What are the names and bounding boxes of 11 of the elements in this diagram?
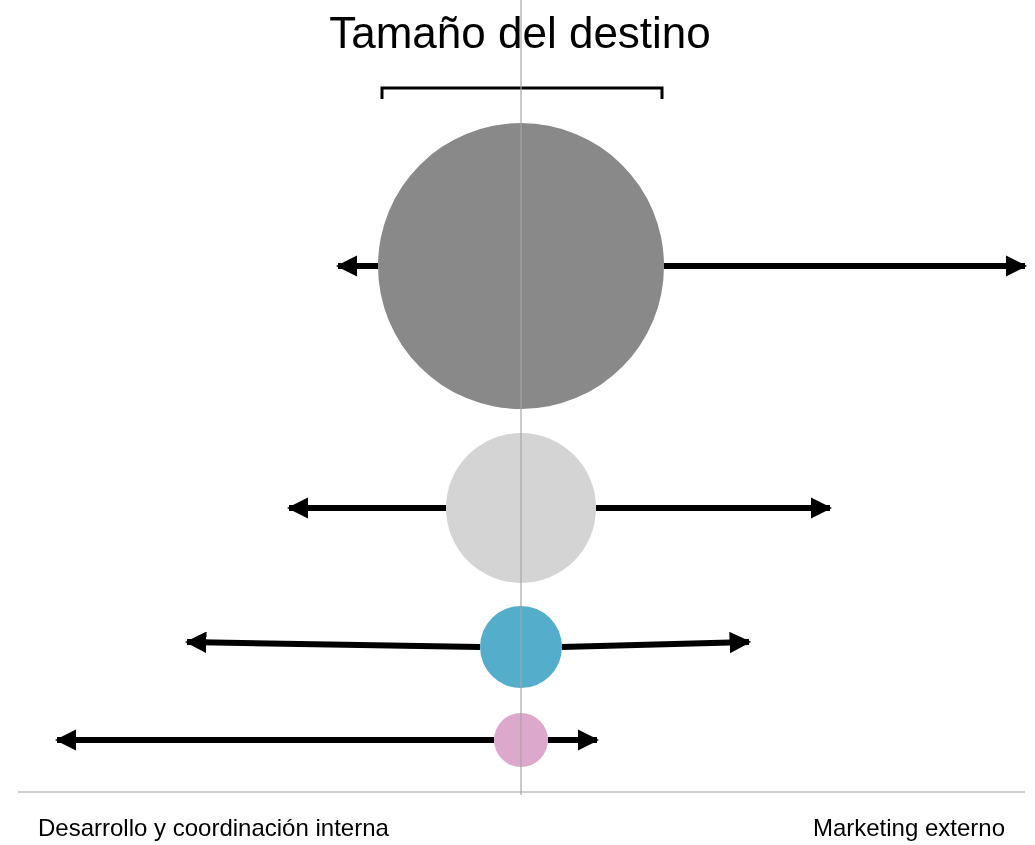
arrow <box>184 631 481 654</box>
arrow <box>596 497 833 519</box>
arrow <box>335 255 378 277</box>
axis-label: Marketing externo <box>812 814 1005 842</box>
title: Tamaño del destino <box>328 8 712 58</box>
arrow <box>561 631 752 654</box>
axis-label: Desarrollo y coordinación interna <box>38 814 389 842</box>
arrow <box>54 729 494 751</box>
arrow <box>548 729 600 751</box>
arrow <box>286 497 446 519</box>
arrow <box>664 255 1028 277</box>
